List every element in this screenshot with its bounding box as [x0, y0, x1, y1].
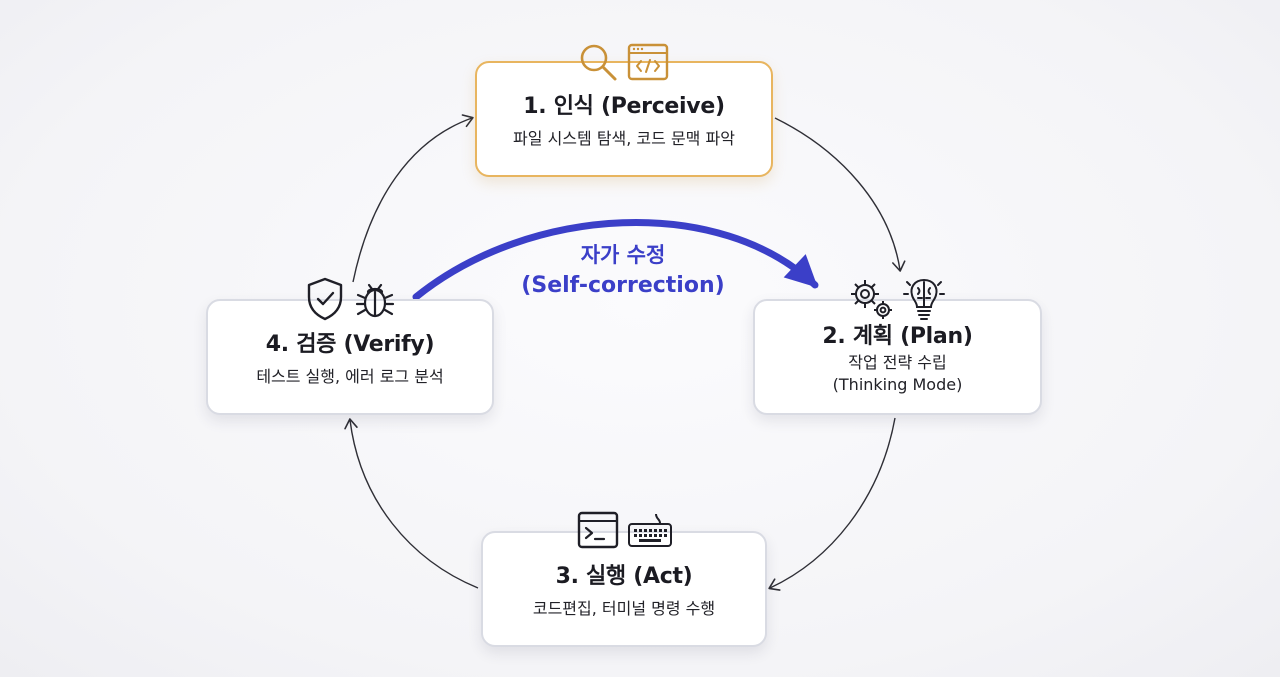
step-perceive-card: 1. 인식 (Perceive) 파일 시스템 탐색, 코드 문맥 파악 — [475, 61, 773, 177]
step-plan-description: 작업 전략 수립 — [848, 353, 947, 372]
step-act-card: 3. 실행 (Act) 코드편집, 터미널 명령 수행 — [481, 531, 767, 647]
step-plan-card: 2. 계획 (Plan) 작업 전략 수립 (Thinking Mode) — [753, 299, 1042, 415]
shield-check-icon — [307, 277, 343, 321]
bug-icon — [355, 283, 395, 318]
self-correction-label: 자가 수정 (Self-correction) — [493, 240, 753, 302]
self-correction-label-en: (Self-correction) — [521, 273, 725, 298]
step-act-description: 코드편집, 터미널 명령 수행 — [532, 599, 716, 618]
keyboard-icon — [628, 513, 672, 547]
step-perceive-title: 1. 인식 (Perceive) — [523, 94, 725, 119]
magnifier-icon — [580, 44, 617, 81]
step-act-title: 3. 실행 (Act) — [555, 564, 693, 589]
self-correction-label-ko: 자가 수정 — [580, 243, 666, 267]
step-plan-title: 2. 계획 (Plan) — [822, 324, 973, 349]
terminal-icon — [577, 511, 619, 549]
step-perceive-description: 파일 시스템 탐색, 코드 문맥 파악 — [513, 129, 735, 148]
step-plan-description-2: (Thinking Mode) — [832, 375, 963, 394]
arrow-act-to-verify — [344, 418, 479, 589]
step-verify-description: 테스트 실행, 에러 로그 분석 — [256, 367, 444, 386]
gears-icon — [851, 280, 892, 319]
brain-bulb-icon — [903, 278, 945, 320]
code-window-icon — [627, 43, 669, 81]
arrow-perceive-to-plan — [774, 117, 906, 272]
arrow-plan-to-act — [768, 417, 896, 591]
step-verify-card: 4. 검증 (Verify) 테스트 실행, 에러 로그 분석 — [206, 299, 494, 415]
step-verify-title: 4. 검증 (Verify) — [265, 332, 435, 357]
arrow-verify-to-perceive — [352, 114, 474, 283]
self-correction-arrow — [412, 219, 819, 301]
